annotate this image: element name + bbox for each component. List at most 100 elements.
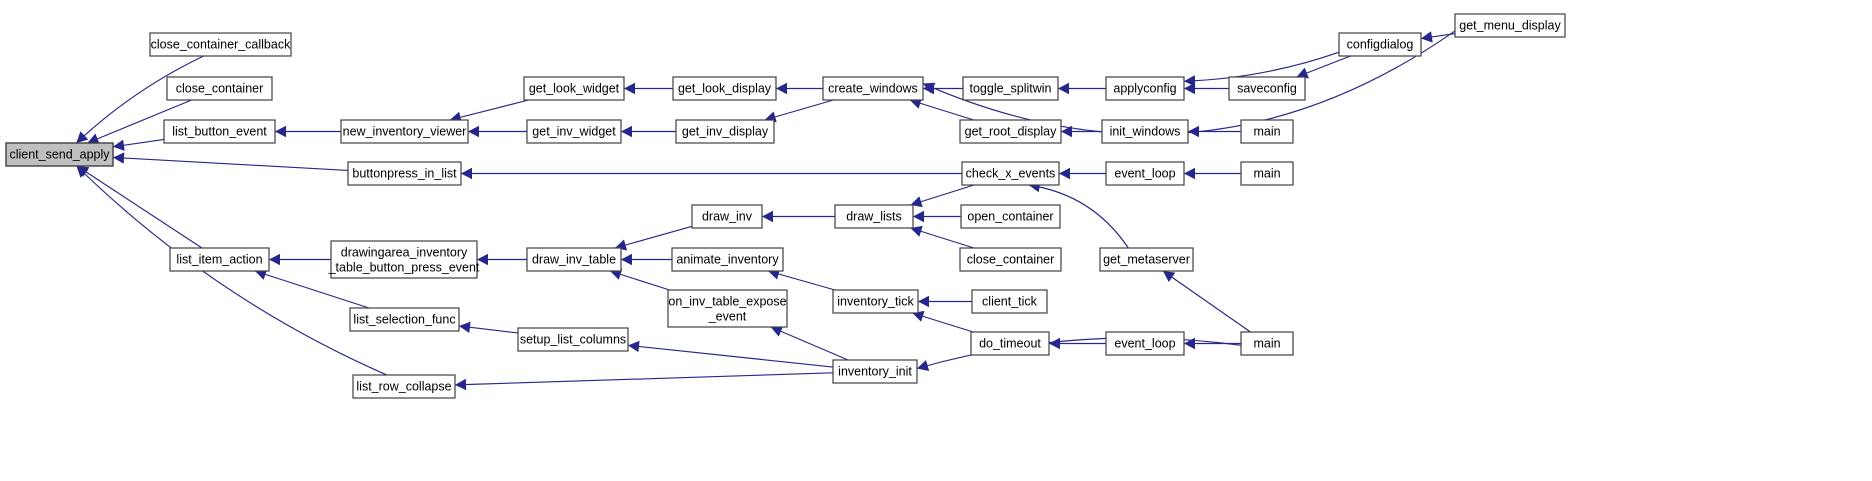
graph-node-get-inv-widget[interactable]: get_inv_widget: [526, 119, 622, 144]
node-box[interactable]: [960, 204, 1061, 229]
call-edge: [767, 268, 836, 291]
node-box[interactable]: [970, 331, 1050, 356]
node-box[interactable]: [822, 76, 924, 101]
graph-node-list-selection-func[interactable]: list_selection_func: [349, 307, 460, 332]
call-edge: [764, 99, 834, 123]
graph-node-on-inv-table-expose-event[interactable]: on_inv_table_expose_event: [667, 289, 788, 328]
graph-node-get-inv-display[interactable]: get_inv_display: [675, 119, 775, 144]
node-box[interactable]: [347, 161, 462, 186]
graph-node-configdialog[interactable]: configdialog: [1338, 32, 1422, 57]
node-box[interactable]: [526, 247, 622, 272]
node-box[interactable]: [671, 247, 784, 272]
node-box[interactable]: [149, 32, 292, 57]
node-box[interactable]: [1105, 76, 1185, 101]
graph-node-draw-inv[interactable]: draw_inv: [691, 204, 763, 229]
node-box[interactable]: [349, 307, 460, 332]
graph-node-get-look-widget[interactable]: get_look_widget: [523, 76, 625, 101]
call-edge: [1184, 82, 1229, 95]
node-box[interactable]: [330, 240, 478, 279]
graph-node-inventory-tick[interactable]: inventory_tick: [832, 289, 919, 314]
graph-node-open-container[interactable]: open_container: [960, 204, 1061, 229]
graph-node-draw-lists[interactable]: draw_lists: [834, 204, 914, 229]
node-box[interactable]: [526, 119, 622, 144]
node-box[interactable]: [5, 142, 114, 167]
graph-node-buttonpress-in-list[interactable]: buttonpress_in_list: [347, 161, 462, 186]
call-edge: [458, 321, 519, 334]
call-edge: [1184, 337, 1241, 350]
node-box[interactable]: [352, 374, 456, 399]
node-box[interactable]: [163, 119, 276, 144]
node-box[interactable]: [675, 119, 775, 144]
node-box[interactable]: [832, 359, 918, 384]
node-box[interactable]: [1228, 76, 1306, 101]
graph-node-close-container-callback[interactable]: close_container_callback: [149, 32, 292, 57]
graph-node-toggle-splitwin[interactable]: toggle_splitwin: [962, 76, 1059, 101]
node-box[interactable]: [340, 119, 469, 144]
graph-node-new-inventory-viewer[interactable]: new_inventory_viewer: [340, 119, 469, 144]
node-box[interactable]: [1454, 13, 1566, 38]
graph-node-main-top[interactable]: main: [1240, 119, 1294, 144]
graph-node-init-windows[interactable]: init_windows: [1101, 119, 1189, 144]
graph-node-main-events[interactable]: main: [1240, 161, 1294, 186]
graph-node-close-container-b[interactable]: close_container: [959, 247, 1062, 272]
graph-node-get-root-display[interactable]: get_root_display: [959, 119, 1062, 144]
graph-node-event-loop-bottom[interactable]: event_loop: [1105, 331, 1185, 356]
graph-node-event-loop-top[interactable]: event_loop: [1105, 161, 1185, 186]
graph-node-saveconfig[interactable]: saveconfig: [1228, 76, 1306, 101]
call-edge: [918, 295, 972, 308]
node-box[interactable]: [166, 76, 273, 101]
call-edge: [624, 82, 673, 95]
node-box[interactable]: [1105, 331, 1185, 356]
node-box[interactable]: [1240, 161, 1294, 186]
graph-node-animate-inventory[interactable]: animate_inventory: [671, 247, 784, 272]
node-box[interactable]: [691, 204, 763, 229]
graph-node-draw-inv-table[interactable]: draw_inv_table: [526, 247, 622, 272]
graph-node-close-container-a[interactable]: close_container: [166, 76, 273, 101]
graph-node-get-menu-display[interactable]: get_menu_display: [1454, 13, 1566, 38]
node-box[interactable]: [667, 289, 788, 328]
call-edge: [477, 253, 527, 266]
graph-node-applyconfig[interactable]: applyconfig: [1105, 76, 1185, 101]
node-box[interactable]: [1338, 32, 1422, 57]
graph-node-client-tick[interactable]: client_tick: [971, 289, 1048, 314]
node-box[interactable]: [834, 204, 914, 229]
graph-node-drawingarea-inventory-table-button-press-event[interactable]: drawingarea_inventory_table_button_press…: [328, 240, 480, 279]
graph-node-setup-list-columns[interactable]: setup_list_columns: [517, 327, 629, 352]
graph-node-inventory-init[interactable]: inventory_init: [832, 359, 918, 384]
node-layer: client_send_apply close_container_callbac…: [5, 13, 1566, 399]
call-edge: [621, 125, 676, 138]
node-box[interactable]: [169, 247, 270, 272]
graph-node-create-windows[interactable]: create_windows: [822, 76, 924, 101]
edge-layer: [75, 30, 1456, 391]
node-box[interactable]: [959, 119, 1062, 144]
node-box[interactable]: [971, 289, 1048, 314]
node-box[interactable]: [832, 289, 919, 314]
graph-node-client-send-apply[interactable]: client_send_apply: [5, 142, 114, 167]
call-edge: [1058, 82, 1106, 95]
node-box[interactable]: [517, 327, 629, 352]
node-box[interactable]: [961, 161, 1060, 186]
call-edge: [1049, 337, 1106, 350]
node-box[interactable]: [959, 247, 1062, 272]
node-box[interactable]: [672, 76, 777, 101]
graph-node-get-metaserver[interactable]: get_metaserver: [1099, 247, 1194, 272]
graph-node-list-item-action[interactable]: list_item_action: [169, 247, 270, 272]
node-box[interactable]: [1240, 119, 1294, 144]
call-edge: [275, 125, 341, 138]
graph-node-get-look-display[interactable]: get_look_display: [672, 76, 777, 101]
node-box[interactable]: [523, 76, 625, 101]
node-box[interactable]: [1099, 247, 1194, 272]
node-box[interactable]: [1105, 161, 1185, 186]
graph-node-list-row-collapse[interactable]: list_row_collapse: [352, 374, 456, 399]
graph-node-main-bottom[interactable]: main: [1240, 331, 1294, 356]
graph-node-do-timeout[interactable]: do_timeout: [970, 331, 1050, 356]
node-box[interactable]: [1240, 331, 1294, 356]
call-edge: [76, 165, 388, 376]
node-box[interactable]: [1101, 119, 1189, 144]
call-edge: [770, 326, 849, 361]
graph-node-list-button-event[interactable]: list_button_event: [163, 119, 276, 144]
call-edge: [912, 310, 974, 333]
call-edge: [254, 268, 370, 309]
graph-node-check-x-events[interactable]: check_x_events: [961, 161, 1060, 186]
node-box[interactable]: [962, 76, 1059, 101]
